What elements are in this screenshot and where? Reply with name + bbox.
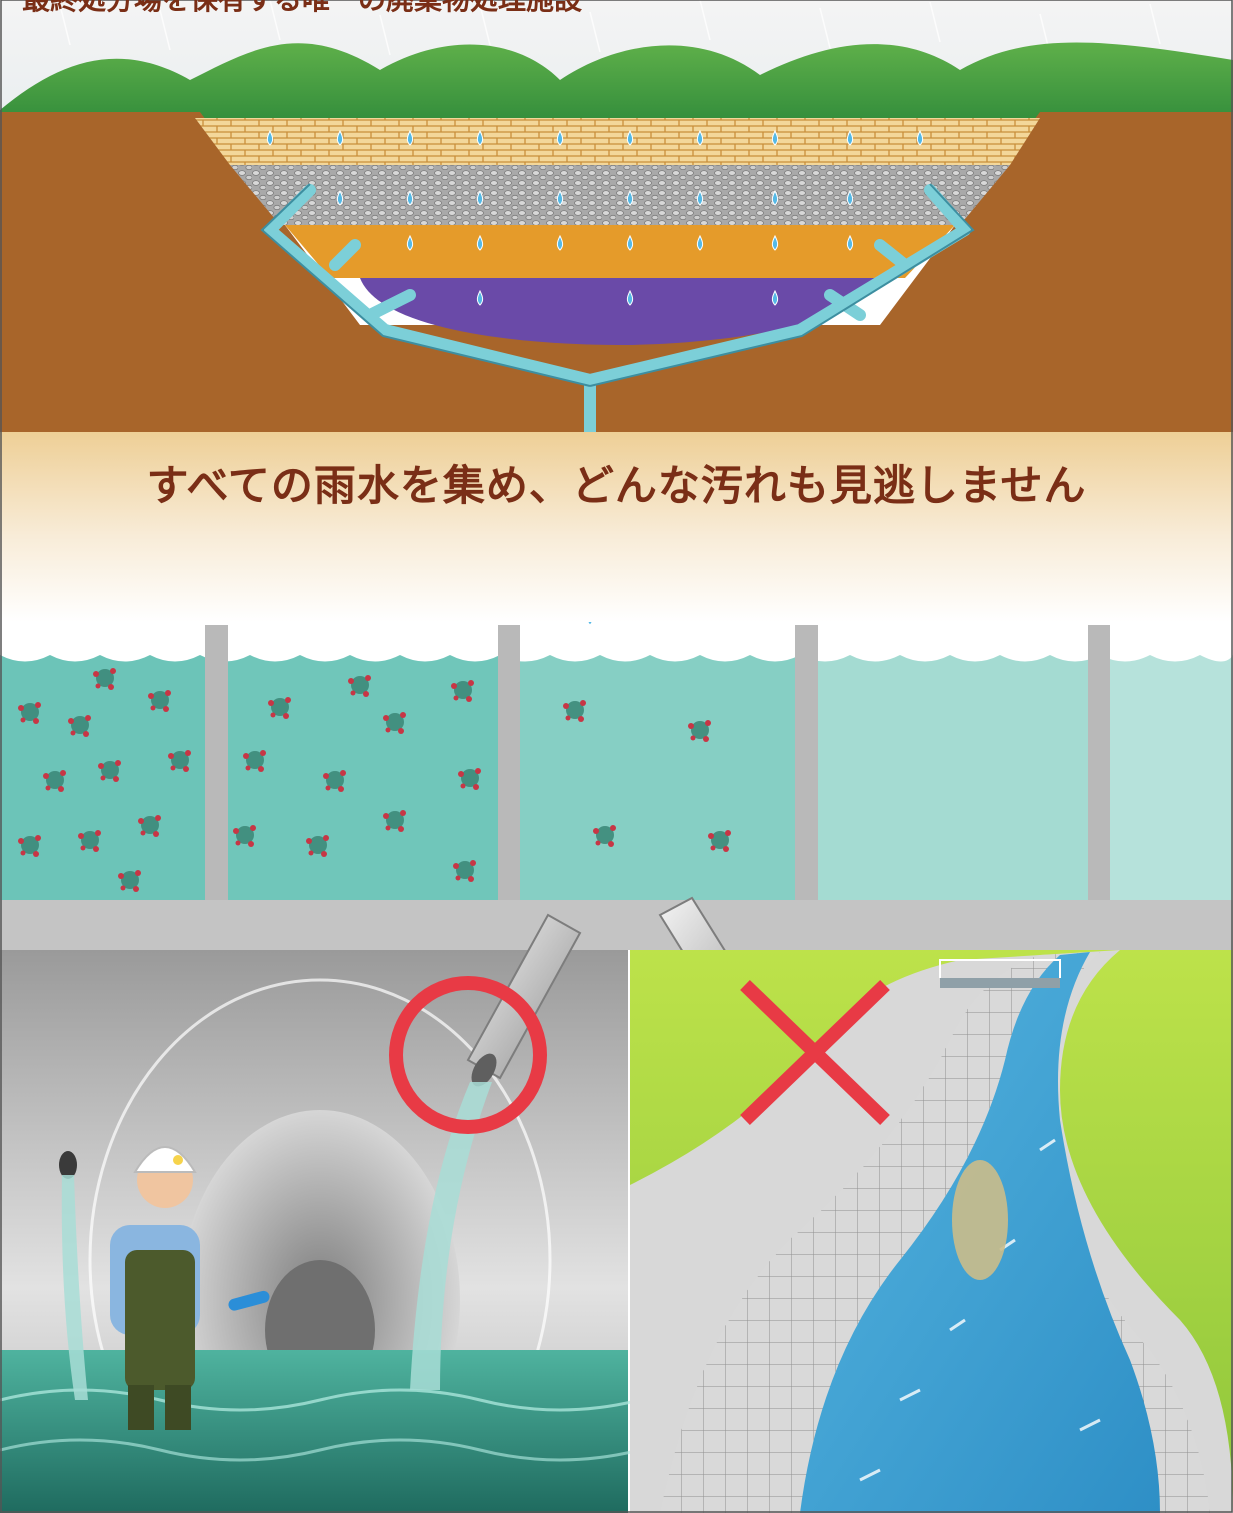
- soil: [0, 112, 1233, 432]
- settling-tanks-icon: [0, 625, 1233, 950]
- main-caption: すべての雨水を集め、どんな汚れも見逃しません: [146, 461, 1087, 510]
- approve-circle-mark: [389, 976, 547, 1134]
- caption-band: [0, 432, 1233, 622]
- worker-icon: [110, 1146, 270, 1430]
- reject-cross-mark: [740, 979, 890, 1126]
- river-channel-icon: [630, 950, 1233, 1513]
- rain: [59, 0, 1161, 56]
- layer-gravel: [230, 165, 1010, 225]
- hills-icon: [0, 42, 1233, 130]
- tunnel-icon: [0, 950, 641, 1513]
- pipe-outline: [260, 183, 975, 387]
- top-caption: 最終処分場を保有する唯一の廃棄物処理施設: [22, 0, 582, 18]
- layer-waste: [285, 225, 955, 278]
- layer-leachate: [360, 278, 880, 345]
- layer-cover-bricks: [195, 118, 1040, 165]
